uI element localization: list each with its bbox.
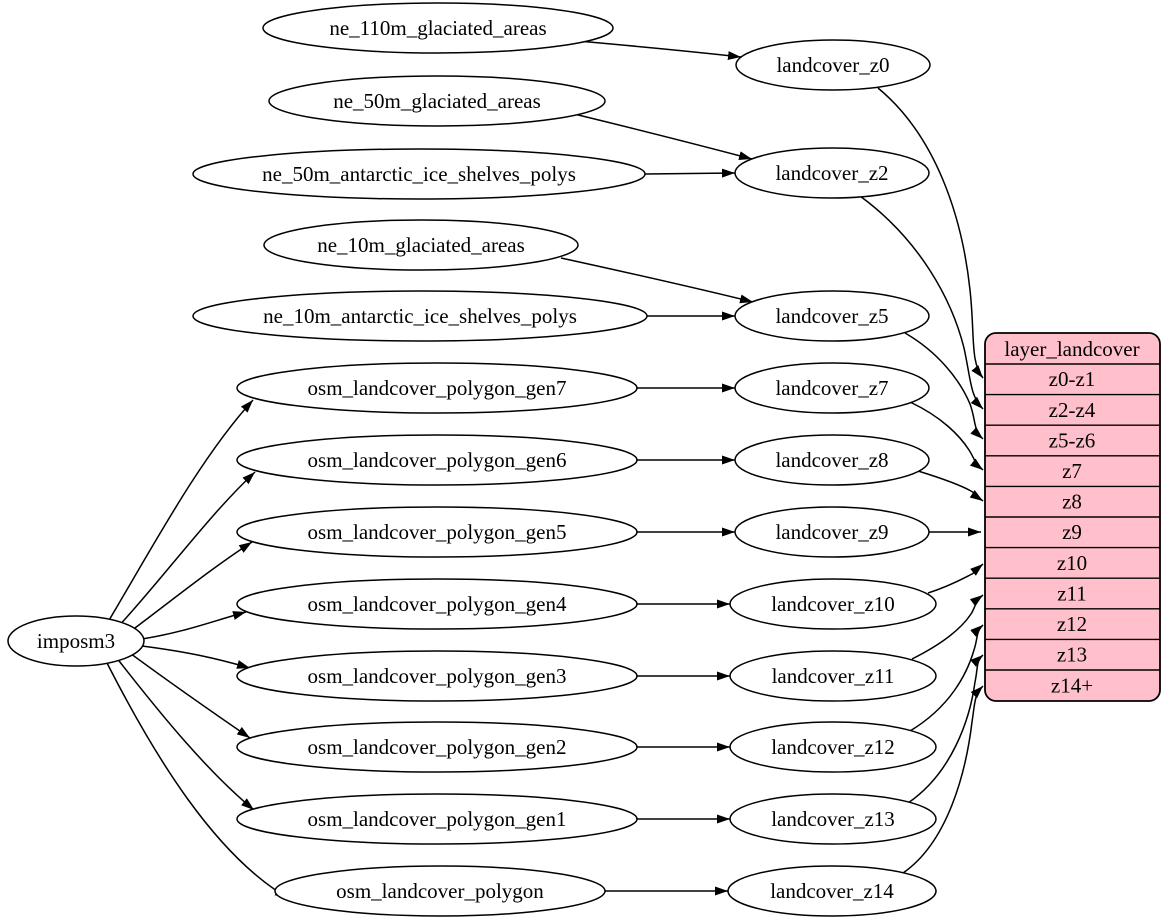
table-layer-landcover: layer_landcover z0-z1 z2-z4 z5-z6 z7 z8 …: [984, 332, 1161, 702]
node-label: landcover_z5: [775, 304, 888, 328]
node-osm-landcover-polygon-gen5: osm_landcover_polygon_gen5: [236, 506, 638, 558]
table-row-z12: z12: [1057, 612, 1087, 636]
edge-ne110m-to-z0: [577, 40, 742, 61]
node-label: landcover_z11: [772, 664, 895, 688]
table-row-z9: z9: [1062, 520, 1082, 544]
node-landcover-z13: landcover_z13: [729, 793, 937, 845]
edge-ne50m-glaciated-to-z2: [569, 112, 753, 161]
table-row-z7: z7: [1062, 459, 1082, 483]
node-label: osm_landcover_polygon_gen1: [308, 807, 567, 831]
node-osm-landcover-polygon-gen2: osm_landcover_polygon_gen2: [236, 721, 638, 773]
node-label: osm_landcover_polygon_gen2: [308, 735, 567, 759]
node-landcover-z0: landcover_z0: [735, 39, 931, 91]
table-title: layer_landcover: [1004, 337, 1139, 361]
node-label: landcover_z9: [775, 520, 888, 544]
node-label: ne_110m_glaciated_areas: [329, 16, 546, 40]
node-label: ne_50m_glaciated_areas: [333, 89, 541, 113]
node-label: landcover_z2: [775, 161, 888, 185]
edge-z8-to-row-z8: [917, 470, 984, 502]
edge-z14-to-row-z14plus: [902, 685, 984, 874]
edge-imposm3-to-gen7: [107, 399, 254, 623]
edge-z0-to-row-z0-z1: [877, 87, 984, 379]
node-label: osm_landcover_polygon_gen6: [308, 448, 567, 472]
edge-imposm3-to-gen2: [126, 650, 251, 739]
edge-imposm3-to-gen4: [141, 611, 247, 640]
node-landcover-z10: landcover_z10: [729, 578, 937, 630]
node-landcover-z12: landcover_z12: [729, 721, 937, 773]
table-row-z13: z13: [1057, 643, 1087, 667]
edge-imposm3-to-gen1: [115, 656, 255, 811]
node-osm-landcover-polygon-gen4: osm_landcover_polygon_gen4: [236, 578, 638, 630]
node-osm-landcover-polygon-gen7: osm_landcover_polygon_gen7: [236, 362, 638, 414]
table-row-z5-z6: z5-z6: [1049, 428, 1096, 452]
node-ne-110m-glaciated-areas: ne_110m_glaciated_areas: [262, 2, 614, 54]
node-label: ne_10m_glaciated_areas: [317, 233, 525, 257]
edge-imposm3-to-gen6: [116, 471, 256, 629]
edges: [106, 40, 984, 899]
node-label: ne_10m_antarctic_ice_shelves_polys: [263, 304, 577, 328]
edge-imposm3-to-gen3: [141, 645, 251, 669]
table-row-z2-z4: z2-z4: [1049, 398, 1096, 422]
edge-ne10m-glaciated-to-z5: [560, 257, 754, 304]
node-landcover-z7: landcover_z7: [734, 362, 930, 414]
node-ne-50m-antarctic-ice-shelves-polys: ne_50m_antarctic_ice_shelves_polys: [192, 148, 646, 200]
node-label: ne_50m_antarctic_ice_shelves_polys: [262, 162, 576, 186]
table-row-z8: z8: [1062, 490, 1082, 514]
edge-z10-to-row-z10: [927, 563, 984, 594]
edge-imposm3-to-gen5: [126, 541, 253, 635]
edge-z5-to-row-z5-z6: [904, 332, 984, 440]
node-label: imposm3: [37, 629, 115, 653]
edge-imposm3-to-polygon: [106, 662, 289, 899]
table-row-z14plus: z14+: [1051, 674, 1093, 698]
node-label: landcover_z14: [770, 879, 894, 903]
node-osm-landcover-polygon-gen6: osm_landcover_polygon_gen6: [236, 434, 638, 486]
node-landcover-z11: landcover_z11: [729, 650, 937, 702]
node-imposm3: imposm3: [7, 615, 145, 667]
node-label: osm_landcover_polygon_gen3: [308, 664, 567, 688]
node-landcover-z14: landcover_z14: [727, 865, 937, 917]
node-landcover-z9: landcover_z9: [734, 506, 930, 558]
node-osm-landcover-polygon: osm_landcover_polygon: [274, 865, 606, 917]
node-label: osm_landcover_polygon: [336, 879, 544, 903]
node-label: osm_landcover_polygon_gen4: [308, 592, 567, 616]
table-row-separators: [985, 363, 1160, 671]
edge-ne50m-antarctic-to-z2: [644, 168, 736, 178]
node-label: landcover_z8: [775, 448, 888, 472]
node-landcover-z8: landcover_z8: [734, 434, 930, 486]
edge-z12-to-row-z12: [909, 624, 984, 732]
node-label: osm_landcover_polygon_gen5: [308, 520, 567, 544]
edge-z11-to-row-z11: [911, 594, 984, 660]
node-landcover-z2: landcover_z2: [734, 147, 930, 199]
node-label: landcover_z7: [775, 376, 888, 400]
node-label: landcover_z0: [776, 53, 889, 77]
node-label: landcover_z10: [771, 592, 895, 616]
node-ne-10m-glaciated-areas: ne_10m_glaciated_areas: [263, 219, 579, 271]
table-row-z11: z11: [1057, 581, 1087, 605]
node-ne-50m-glaciated-areas: ne_50m_glaciated_areas: [268, 75, 606, 127]
table-row-z0-z1: z0-z1: [1049, 367, 1096, 391]
edge-z7-to-row-z7: [909, 401, 984, 471]
table-row-z10: z10: [1057, 551, 1087, 575]
node-ne-10m-antarctic-ice-shelves-polys: ne_10m_antarctic_ice_shelves_polys: [192, 290, 648, 342]
edge-z2-to-row-z2-z4: [859, 195, 984, 410]
graph-nodes: imposm3 ne_110m_glaciated_areas ne_50m_g…: [7, 2, 937, 917]
node-landcover-z5: landcover_z5: [734, 290, 930, 342]
node-label: landcover_z13: [771, 807, 895, 831]
node-label: osm_landcover_polygon_gen7: [308, 376, 567, 400]
node-osm-landcover-polygon-gen1: osm_landcover_polygon_gen1: [236, 793, 638, 845]
node-osm-landcover-polygon-gen3: osm_landcover_polygon_gen3: [236, 650, 638, 702]
node-label: landcover_z12: [771, 735, 895, 759]
